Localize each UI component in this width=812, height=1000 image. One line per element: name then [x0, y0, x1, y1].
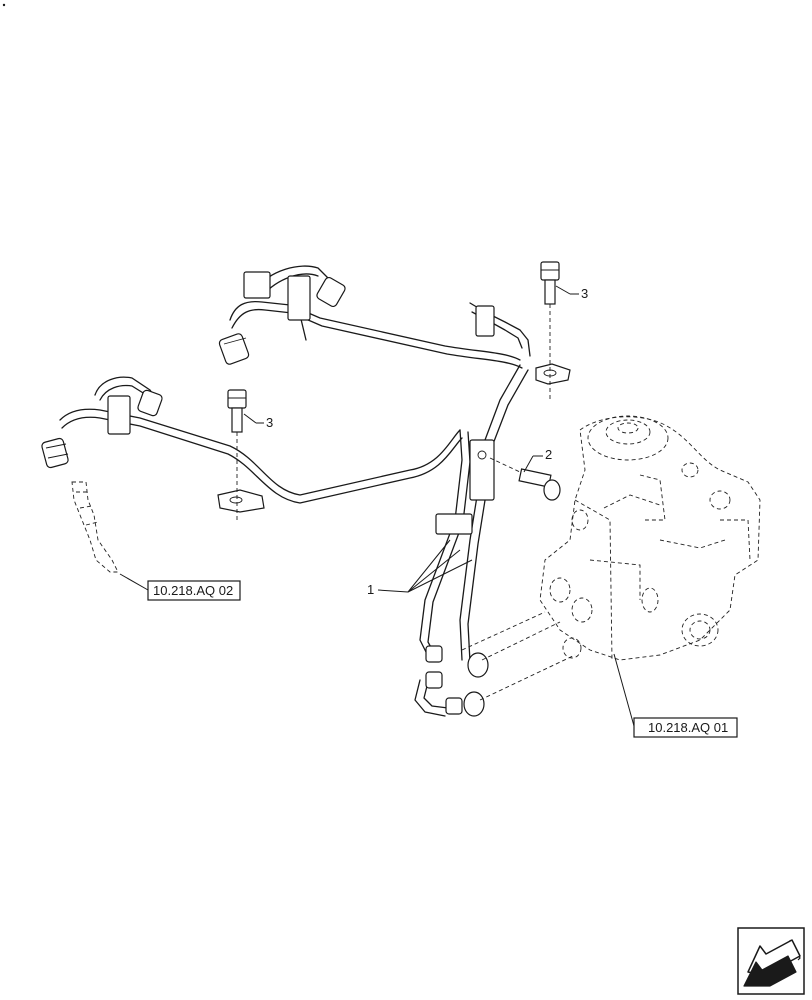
reference-injector[interactable]: 10.218.AQ 02 — [147, 580, 241, 601]
bolt-item-3-front — [227, 389, 247, 520]
pipe-clamp — [469, 439, 495, 501]
svg-text:3: 3 — [581, 286, 588, 301]
previous-page-arrow-icon[interactable] — [737, 927, 805, 995]
svg-text:3: 3 — [266, 415, 273, 430]
svg-text:10.218.AQ 02: 10.218.AQ 02 — [153, 583, 233, 598]
pipe-clamp — [475, 305, 495, 337]
pipe-clamp — [435, 513, 473, 535]
pipe-clamp — [287, 275, 311, 321]
injector-nut-front — [41, 437, 69, 469]
callout-1: 1 — [367, 539, 473, 597]
bolt-item-2 — [489, 457, 561, 501]
pipe-clamp — [107, 395, 131, 435]
reference-pump[interactable]: 10.218.AQ 01 — [613, 653, 738, 738]
mounting-bracket-rear — [535, 363, 571, 385]
svg-text:2: 2 — [545, 447, 552, 462]
injection-pipes-assembly — [41, 265, 571, 717]
injector-nut-top — [316, 276, 346, 308]
fuel-injector — [71, 481, 149, 591]
callout-2: 2 — [523, 447, 552, 473]
injection-pump — [461, 415, 761, 701]
corner-mark — [2, 3, 6, 7]
injector-nut-mid — [137, 389, 163, 417]
injector-nut-rear — [218, 333, 250, 365]
callout-3-rear: 3 — [555, 285, 588, 301]
bolt-item-3-rear — [540, 261, 560, 400]
pipe-clamp — [243, 271, 271, 299]
svg-text:1: 1 — [367, 582, 374, 597]
svg-text:10.218.AQ 01: 10.218.AQ 01 — [648, 720, 728, 735]
mounting-bracket-front — [217, 489, 265, 513]
callout-3-front: 3 — [243, 413, 273, 430]
